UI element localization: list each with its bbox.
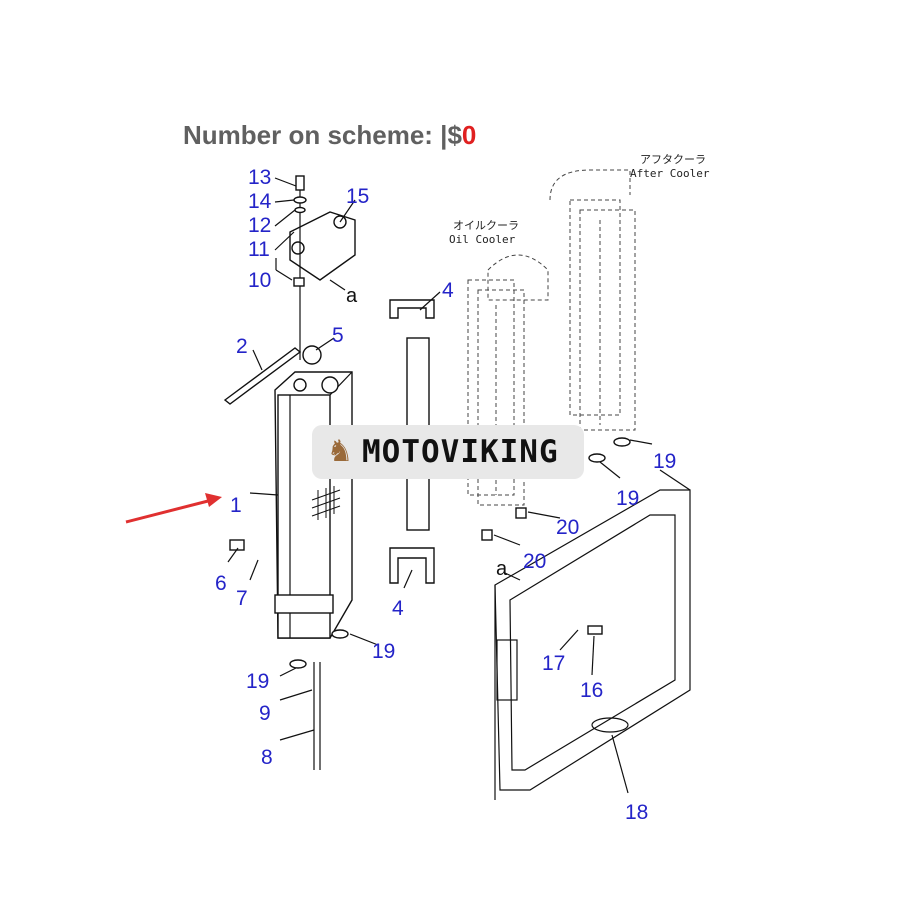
callout-1: 1: [230, 494, 242, 517]
after-cooler-label: After Cooler: [630, 167, 710, 180]
callout-2: 2: [236, 335, 248, 358]
small-parts: [229, 437, 631, 770]
callout-18: 18: [625, 801, 648, 824]
callout-11: 11: [248, 238, 270, 261]
leader-lines: [227, 177, 653, 794]
cap-part: [302, 345, 322, 365]
callout-17: 17: [542, 652, 565, 675]
oil-cooler-part: [467, 254, 549, 506]
callout-14: 14: [248, 190, 272, 213]
callout-7: 7: [236, 587, 248, 610]
callout-labels: 13 14 12 11 15 10 a 4 5 2 1 6 7 4 19 19 …: [215, 166, 676, 824]
callout-20-b: 20: [523, 550, 546, 573]
callout-15: 15: [346, 185, 369, 208]
callout-8: 8: [261, 746, 273, 769]
callout-19-b: 19: [246, 670, 269, 693]
red-pointer-arrow: [125, 493, 222, 524]
callout-20-a: 20: [556, 516, 579, 539]
callout-6: 6: [215, 572, 227, 595]
stay-bar-part: [223, 347, 302, 405]
radiator-part: [274, 371, 353, 639]
viking-mascot-icon: ♞: [326, 435, 354, 468]
scheme-number-title: Number on scheme: |$0: [183, 120, 476, 151]
callout-10: 10: [248, 269, 271, 292]
oil-cooler-jp-label: オイルクーラ: [453, 219, 519, 232]
oil-cooler-label: Oil Cooler: [449, 233, 516, 246]
callout-4-bottom: 4: [392, 597, 404, 620]
motoviking-watermark: ♞ MOTOVIKING: [312, 425, 584, 479]
callout-19-d: 19: [653, 450, 676, 473]
callout-ref-a-2: a: [496, 558, 508, 580]
callout-12: 12: [248, 214, 271, 237]
bracket-part: [289, 175, 356, 360]
frame-part: [494, 469, 691, 800]
callout-13: 13: [248, 166, 271, 189]
callout-4-top: 4: [442, 279, 454, 302]
callout-5: 5: [332, 324, 344, 347]
callout-9: 9: [259, 702, 271, 725]
after-cooler-jp-label: アフタクーラ: [640, 153, 706, 166]
callout-16: 16: [580, 679, 603, 702]
callout-ref-a: a: [346, 285, 358, 307]
scheme-number-value: 0: [461, 120, 477, 150]
callout-19-c: 19: [616, 487, 639, 510]
callout-19-a: 19: [372, 640, 395, 663]
after-cooler-part: [549, 169, 636, 431]
watermark-brand-text: MOTOVIKING: [362, 434, 559, 470]
title-label: Number on scheme: |$: [183, 120, 462, 150]
